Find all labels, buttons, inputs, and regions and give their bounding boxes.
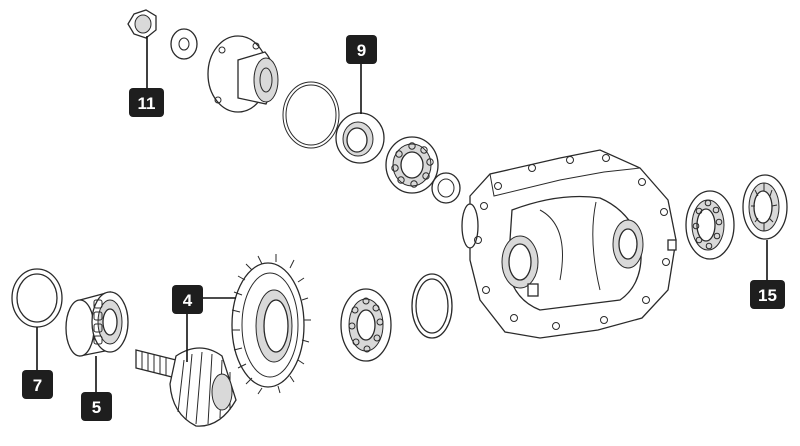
pinion-seal xyxy=(335,112,385,164)
callout-4: 4 xyxy=(172,285,203,314)
callout-9-label: 9 xyxy=(357,41,366,60)
ring-gear xyxy=(231,254,311,395)
o-ring xyxy=(282,81,340,149)
callout-4-label: 4 xyxy=(183,291,193,310)
spacer xyxy=(431,172,461,204)
callout-11-label: 11 xyxy=(138,94,156,113)
drive-pinion-gear xyxy=(135,347,237,427)
thrust-washer xyxy=(11,268,63,328)
flat-washer xyxy=(170,28,198,60)
callout-11: 11 xyxy=(129,88,164,117)
side-bearing-left xyxy=(340,288,392,362)
pinion-outer-bearing xyxy=(385,136,439,194)
leader-lines xyxy=(36,36,768,392)
callout-7: 7 xyxy=(22,370,53,399)
side-bearing-right xyxy=(685,190,735,260)
callout-15-label: 15 xyxy=(758,286,777,305)
callout-5-label: 5 xyxy=(92,398,101,417)
hex-nut xyxy=(127,9,157,39)
pinion-inner-bearing xyxy=(65,291,129,357)
adjuster-ring xyxy=(742,174,788,240)
companion-flange xyxy=(207,35,279,113)
differential-housing xyxy=(461,149,677,339)
shim xyxy=(411,273,453,339)
callout-5: 5 xyxy=(81,392,112,421)
callout-9: 9 xyxy=(346,35,377,64)
callout-15: 15 xyxy=(750,280,785,309)
callout-7-label: 7 xyxy=(33,376,42,395)
